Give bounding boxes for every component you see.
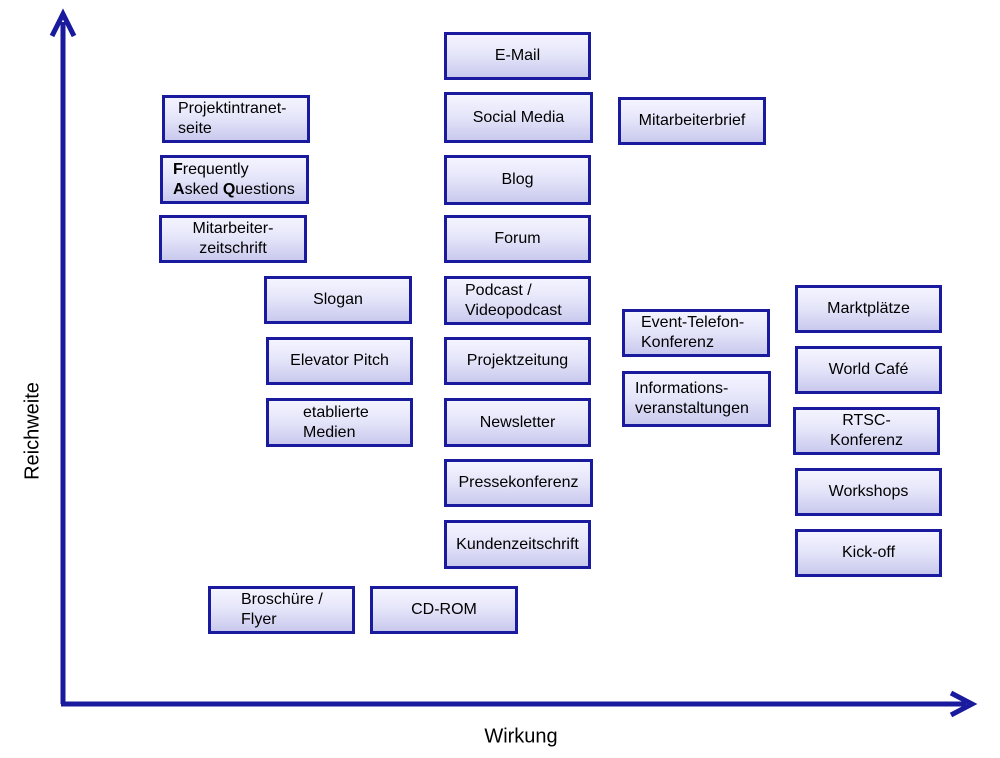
node-rtsc-konferenz: RTSC-Konferenz [793, 407, 940, 455]
faq-word-asked: sked [184, 180, 223, 198]
node-informationsveranstaltungen: Informations- veranstaltungen [622, 371, 771, 427]
node-etablierte-medien: etablierte Medien [266, 398, 413, 447]
node-newsletter: Newsletter [444, 398, 591, 447]
node-mitarbeiterbrief: Mitarbeiterbrief [618, 97, 766, 145]
faq-initial-q: Q [222, 180, 236, 198]
node-podcast: Podcast / Videopodcast [444, 276, 591, 325]
node-pressekonferenz: Pressekonferenz [444, 459, 593, 507]
node-kick-off: Kick-off [795, 529, 942, 577]
node-projektzeitung: Projektzeitung [444, 337, 591, 385]
node-projektintranetseite: Projektintranet- seite [162, 95, 310, 143]
node-marktplaetze: Marktplätze [795, 285, 942, 333]
y-axis-arrowhead [49, 8, 77, 38]
node-workshops: Workshops [795, 468, 942, 516]
faq-initial-a: A [173, 180, 185, 198]
faq-initial-f: F [173, 160, 183, 178]
node-mitarbeiterzeitschrift: Mitarbeiter- zeitschrift [159, 215, 307, 263]
node-email: E-Mail [444, 32, 591, 80]
node-cd-rom: CD-ROM [370, 586, 518, 634]
node-slogan: Slogan [264, 276, 412, 324]
faq-word-requently: requently [182, 160, 249, 178]
node-broschuere-flyer: Broschüre / Flyer [208, 586, 355, 634]
node-elevator-pitch: Elevator Pitch [266, 337, 413, 385]
x-axis-arrowhead [949, 690, 978, 718]
faq-word-questions: uestions [235, 180, 295, 198]
node-event-telefon-konferenz: Event-Telefon- Konferenz [622, 309, 770, 357]
x-axis-label: Wirkung [484, 725, 558, 748]
node-forum: Forum [444, 215, 591, 263]
node-blog: Blog [444, 155, 591, 205]
y-axis-label: Reichweite [21, 382, 44, 480]
node-world-cafe: World Café [795, 346, 942, 394]
node-kundenzeitschrift: Kundenzeitschrift [444, 520, 591, 569]
node-social-media: Social Media [444, 92, 593, 143]
